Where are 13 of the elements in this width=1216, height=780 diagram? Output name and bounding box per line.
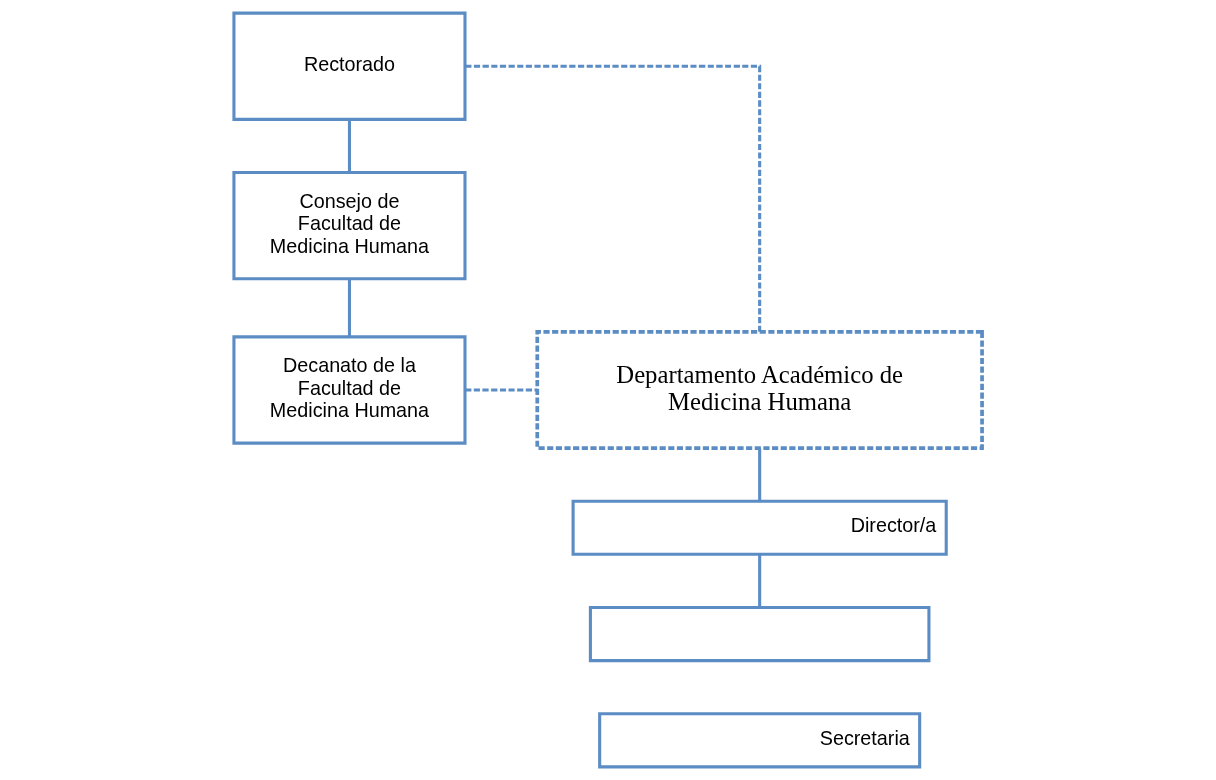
connector [758, 554, 762, 608]
node-box: Departamento Académico de Medicina Humana [535, 330, 984, 450]
node-box: Rectorado [232, 11, 467, 121]
node-box [588, 605, 931, 663]
connector [465, 64, 762, 332]
node-box: Secretaria [598, 712, 922, 769]
connector [465, 388, 538, 392]
node-box: Director/a [571, 499, 948, 556]
connector [347, 279, 351, 337]
connector [758, 448, 762, 502]
node-box: Decanato de la Facultad de Medicina Humana [232, 335, 467, 445]
connector [347, 119, 351, 173]
node-box: Consejo de Facultad de Medicina Humana [232, 171, 467, 281]
